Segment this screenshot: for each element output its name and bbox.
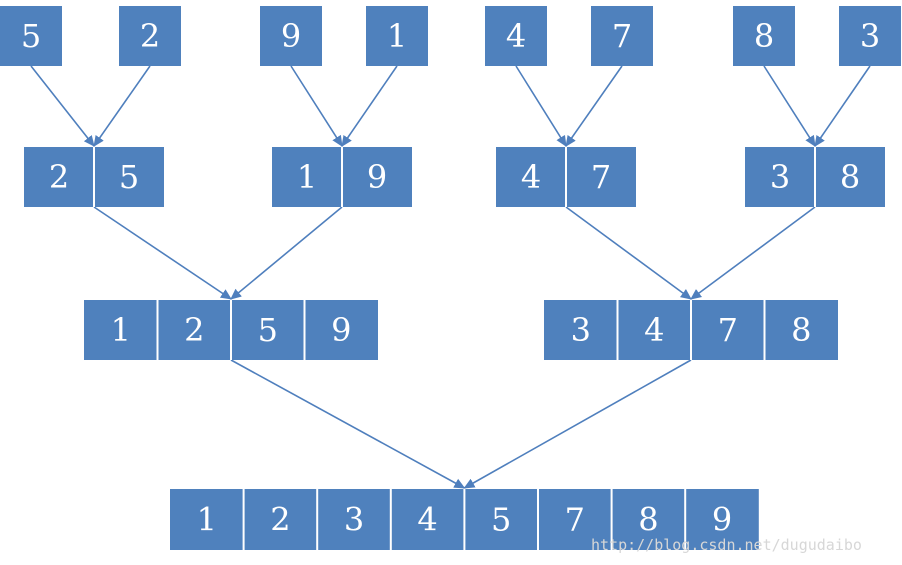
- array-group: 3 4 7 8: [544, 300, 838, 360]
- merge-arrow: [763, 65, 816, 147]
- level-4-sorted-result: 1 2 3 4 5 7 8 9: [170, 489, 759, 550]
- array-value: 2: [184, 311, 204, 349]
- array-block: [839, 6, 901, 66]
- array-block: [366, 6, 428, 66]
- array-value: 2: [49, 158, 69, 196]
- array-group: 8: [733, 6, 795, 66]
- array-group: 1 2 3 4 5 7 8 9: [170, 489, 759, 550]
- array-value: 3: [344, 501, 364, 539]
- array-value: 4: [417, 501, 437, 539]
- level-1-single-elements: 5 2 9 1 4 7 8 3: [0, 6, 901, 66]
- array-block: [591, 6, 653, 66]
- array-value: 2: [140, 17, 160, 55]
- merge-arrow: [230, 359, 466, 489]
- array-group: 3: [839, 6, 901, 66]
- merge-arrow: [515, 65, 567, 147]
- array-value: 5: [491, 501, 511, 539]
- array-value: 4: [506, 17, 526, 55]
- array-value: 7: [565, 501, 585, 539]
- array-value: 3: [860, 17, 880, 55]
- level-3-sorted-quads: 1 2 5 9 3 4 7 8: [84, 300, 838, 360]
- merge-arrow: [565, 206, 692, 300]
- merge-arrow: [93, 206, 232, 300]
- array-value: 9: [712, 501, 732, 539]
- array-value: 5: [21, 17, 41, 55]
- array-value: 8: [638, 501, 658, 539]
- merge-arrow: [230, 206, 343, 300]
- array-block: [119, 6, 181, 66]
- array-group: 7: [591, 6, 653, 66]
- array-value: 4: [521, 158, 541, 196]
- array-value: 1: [387, 17, 407, 55]
- array-value: 3: [770, 158, 790, 196]
- merge-arrows: [30, 65, 871, 489]
- array-block: [260, 6, 322, 66]
- array-value: 8: [754, 17, 774, 55]
- array-value: 8: [791, 311, 811, 349]
- array-value: 9: [331, 311, 351, 349]
- merge-arrow: [341, 65, 398, 147]
- array-value: 7: [612, 17, 632, 55]
- merge-arrow: [290, 65, 343, 147]
- array-value: 1: [111, 311, 131, 349]
- merge-arrow: [690, 206, 816, 300]
- array-value: 5: [119, 158, 139, 196]
- array-value: 2: [270, 501, 290, 539]
- array-block: [0, 6, 62, 66]
- array-value: 9: [281, 17, 301, 55]
- array-group: 1: [366, 6, 428, 66]
- array-value: 7: [591, 158, 611, 196]
- array-group: 1 2 5 9: [84, 300, 378, 360]
- array-value: 4: [644, 311, 664, 349]
- merge-arrow: [565, 65, 623, 147]
- array-value: 1: [297, 158, 317, 196]
- array-block: [485, 6, 547, 66]
- watermark-text: http://blog.csdn.net/dugudaibo: [591, 536, 862, 554]
- merge-arrow: [93, 65, 151, 147]
- merge-arrow: [30, 65, 95, 147]
- array-group: 4: [485, 6, 547, 66]
- array-group: 2: [119, 6, 181, 66]
- array-value: 9: [367, 158, 387, 196]
- array-value: 3: [571, 311, 591, 349]
- array-group: 9: [260, 6, 322, 66]
- array-group: 5: [0, 6, 62, 66]
- merge-arrow: [814, 65, 871, 147]
- array-value: 7: [718, 311, 738, 349]
- merge-arrow: [463, 359, 692, 489]
- array-value: 1: [197, 501, 217, 539]
- array-value: 8: [840, 158, 860, 196]
- array-value: 5: [258, 311, 278, 349]
- array-block: [733, 6, 795, 66]
